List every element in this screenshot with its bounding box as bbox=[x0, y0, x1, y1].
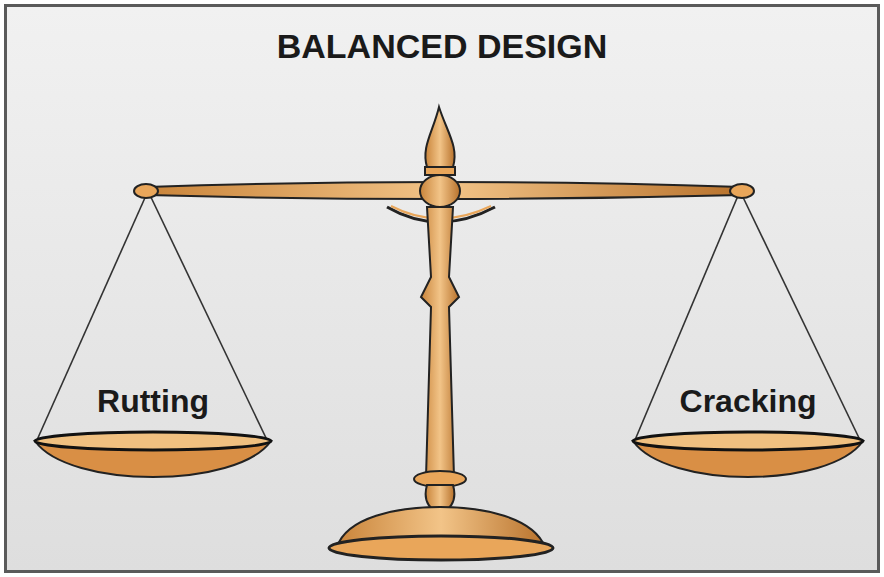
scale-pan: Cracking bbox=[627, 375, 869, 487]
scale-pan: Rutting bbox=[29, 375, 277, 487]
balance-scale bbox=[7, 7, 877, 570]
background-panel: BALANCED DESIGN Rutting Cracking bbox=[4, 4, 880, 573]
diagram-title: BALANCED DESIGN bbox=[7, 27, 877, 66]
pan-label-row: Cracking bbox=[627, 383, 869, 420]
pan-label: Rutting bbox=[97, 383, 209, 419]
pan-label: Cracking bbox=[680, 383, 817, 419]
pan-label-row: Rutting bbox=[29, 383, 277, 420]
